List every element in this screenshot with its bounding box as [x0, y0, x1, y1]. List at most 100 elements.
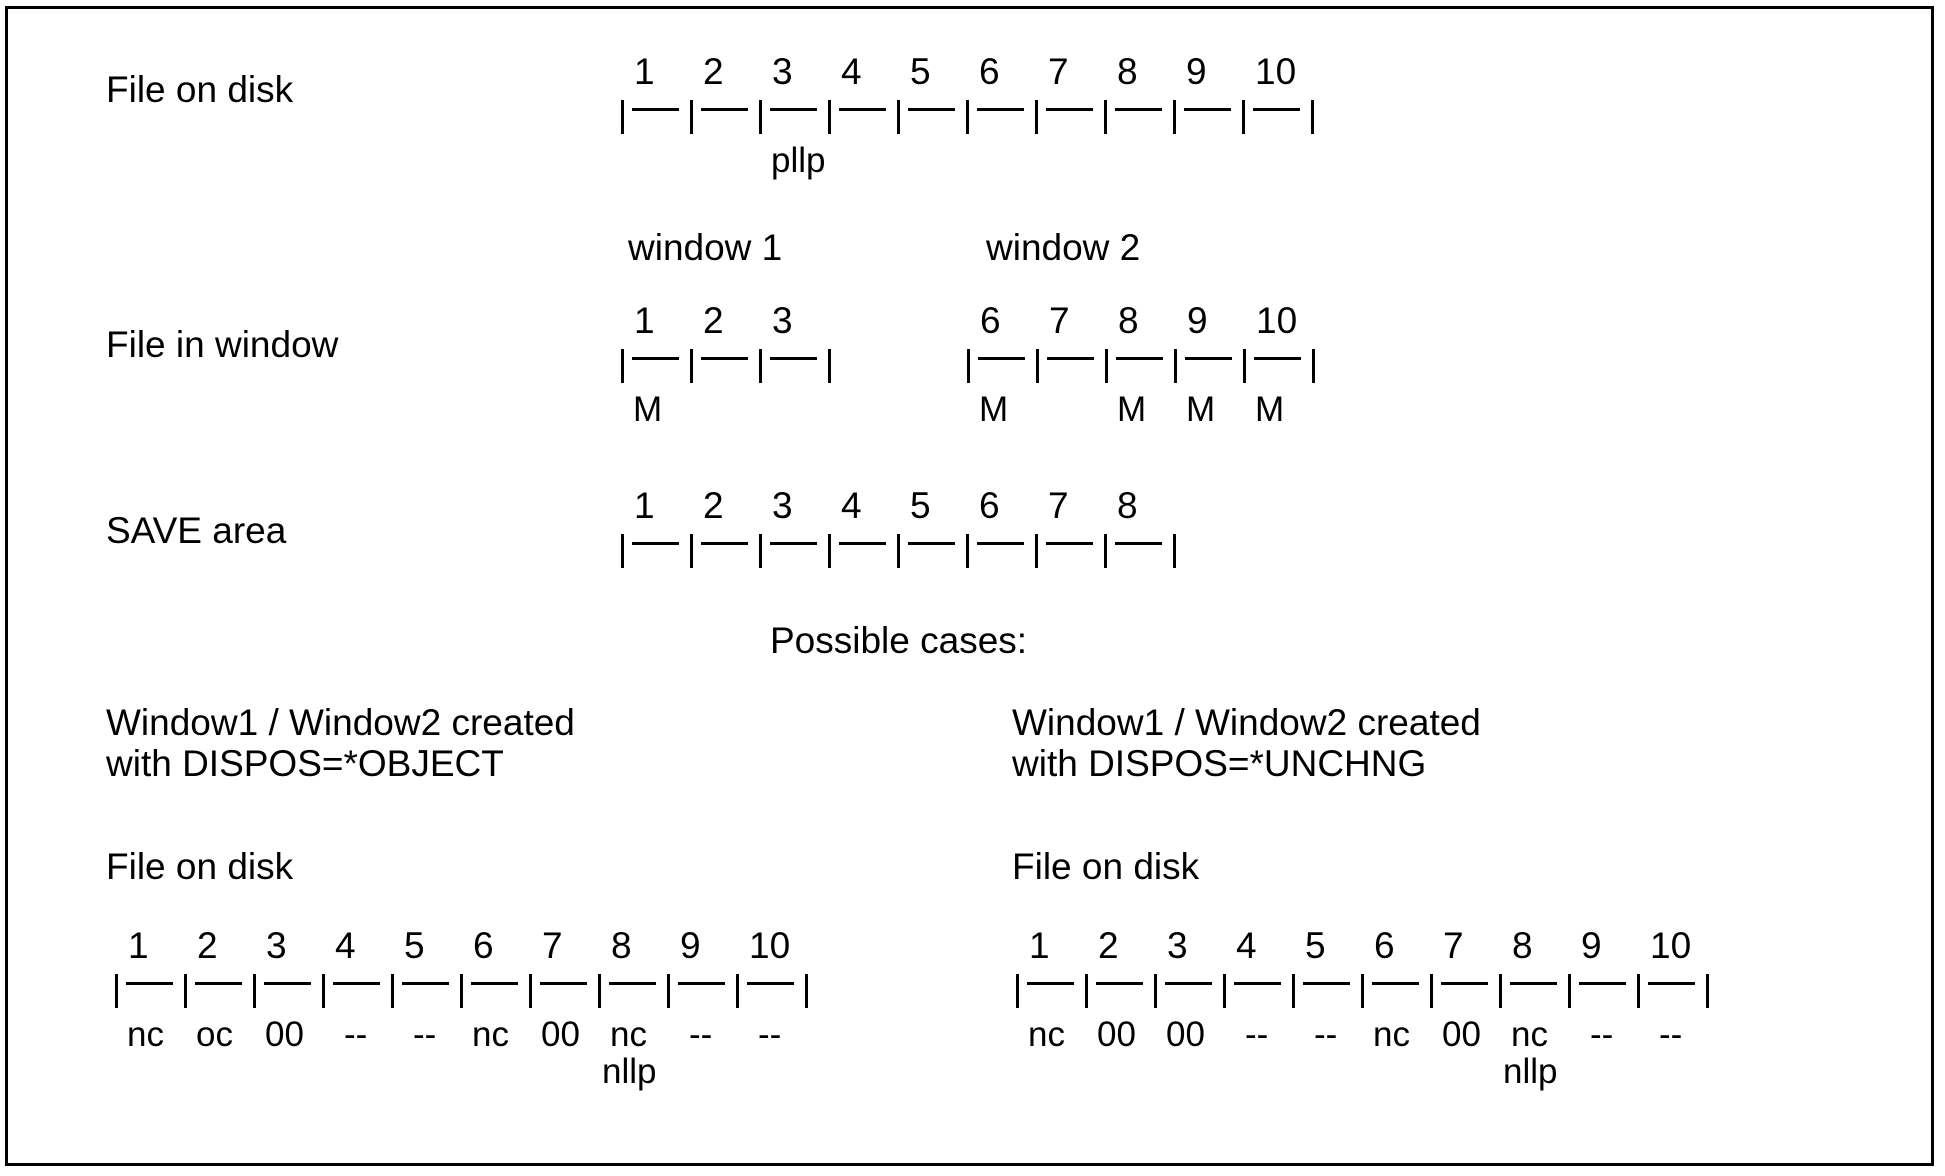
- block-number: 2: [703, 485, 724, 526]
- block-separator: [966, 100, 969, 134]
- block-number: 2: [703, 300, 724, 341]
- block-number: 6: [1374, 925, 1395, 966]
- block-line: [770, 542, 817, 545]
- block-line: [839, 108, 886, 111]
- block-separator: [966, 534, 969, 568]
- block-number: 5: [404, 925, 425, 966]
- block-status-label: --: [413, 1015, 437, 1054]
- block-line: [1185, 357, 1232, 360]
- label-file-on-disk-right: File on disk: [1012, 846, 1200, 887]
- label-window-1: window 1: [628, 227, 783, 268]
- block-status-label: nc: [1511, 1015, 1548, 1054]
- block-cell: 6 nc: [1361, 925, 1430, 1052]
- block-separator: [1361, 974, 1364, 1008]
- block-cell: 9: [1173, 52, 1242, 137]
- block-status-label: nc: [472, 1015, 509, 1054]
- block-pointer-label: nllp: [602, 1052, 657, 1091]
- block-line: [908, 108, 955, 111]
- block-separator: [1085, 974, 1088, 1008]
- block-line: [770, 108, 817, 111]
- block-status-label: 00: [1166, 1015, 1205, 1054]
- block-line: [908, 542, 955, 545]
- label-possible-cases: Possible cases:: [770, 620, 1028, 661]
- block-number: 2: [703, 51, 724, 92]
- block-separator: [621, 349, 624, 383]
- block-separator: [253, 974, 256, 1008]
- block-separator: [1173, 534, 1176, 568]
- block-line: [1115, 108, 1162, 111]
- block-line: [701, 542, 748, 545]
- block-status-label: nc: [1373, 1015, 1410, 1054]
- block-status-label: nc: [127, 1015, 164, 1054]
- block-separator: [805, 974, 808, 1008]
- block-cell: 9 --: [667, 925, 736, 1052]
- block-separator: [967, 349, 970, 383]
- block-line: [632, 542, 679, 545]
- block-cell: 5: [897, 52, 966, 137]
- block-status-label: 00: [1097, 1015, 1136, 1054]
- block-line: [1096, 982, 1143, 985]
- right-case-line-1: Window1 / Window2 created: [1012, 702, 1481, 743]
- block-separator: [828, 100, 831, 134]
- block-number: 4: [841, 51, 862, 92]
- block-separator: [1568, 974, 1571, 1008]
- block-line: [1254, 357, 1301, 360]
- block-number: 3: [772, 300, 793, 341]
- block-number: 10: [1255, 51, 1297, 92]
- block-number: 5: [910, 51, 931, 92]
- block-separator: [1430, 974, 1433, 1008]
- block-cell: 10: [1242, 52, 1314, 137]
- block-number: 1: [634, 51, 655, 92]
- block-number: 3: [1167, 925, 1188, 966]
- block-number: 1: [128, 925, 149, 966]
- block-line: [678, 982, 725, 985]
- block-separator: [1036, 349, 1039, 383]
- block-separator: [736, 974, 739, 1008]
- block-number: 9: [680, 925, 701, 966]
- block-number: 5: [1305, 925, 1326, 966]
- block-number: 7: [1048, 51, 1069, 92]
- block-cell: 4--: [322, 925, 391, 1052]
- block-separator: [1035, 534, 1038, 568]
- block-number: 9: [1187, 300, 1208, 341]
- block-status-label: nc: [1028, 1015, 1065, 1054]
- block-number: 7: [1443, 925, 1464, 966]
- block-status-label: --: [758, 1015, 782, 1054]
- block-separator: [1243, 349, 1246, 383]
- block-status-label: M: [1186, 390, 1216, 429]
- block-line: [195, 982, 242, 985]
- block-status-label: M: [1117, 390, 1147, 429]
- block-number: 4: [335, 925, 356, 966]
- block-status-label: --: [689, 1015, 713, 1054]
- block-line: [632, 108, 679, 111]
- block-line: [264, 982, 311, 985]
- block-status-label: M: [979, 390, 1009, 429]
- block-line: [701, 108, 748, 111]
- block-separator: [1223, 974, 1226, 1008]
- block-number: 6: [979, 485, 1000, 526]
- block-cell: 5: [897, 486, 966, 571]
- block-cell: 1 nc: [115, 925, 184, 1052]
- block-number: 1: [634, 300, 655, 341]
- block-cell: 3: [759, 486, 828, 571]
- block-cell: 7: [1035, 52, 1104, 137]
- block-number: 8: [1118, 300, 1139, 341]
- block-separator: [1242, 100, 1245, 134]
- block-separator: [690, 349, 693, 383]
- block-separator: [1311, 100, 1314, 134]
- block-cell: 1: [621, 486, 690, 571]
- block-line: [540, 982, 587, 985]
- label-save-area: SAVE area: [106, 510, 287, 551]
- block-separator: [621, 100, 624, 134]
- block-cell: 4: [828, 52, 897, 137]
- block-number: 8: [611, 925, 632, 966]
- block-separator: [621, 534, 624, 568]
